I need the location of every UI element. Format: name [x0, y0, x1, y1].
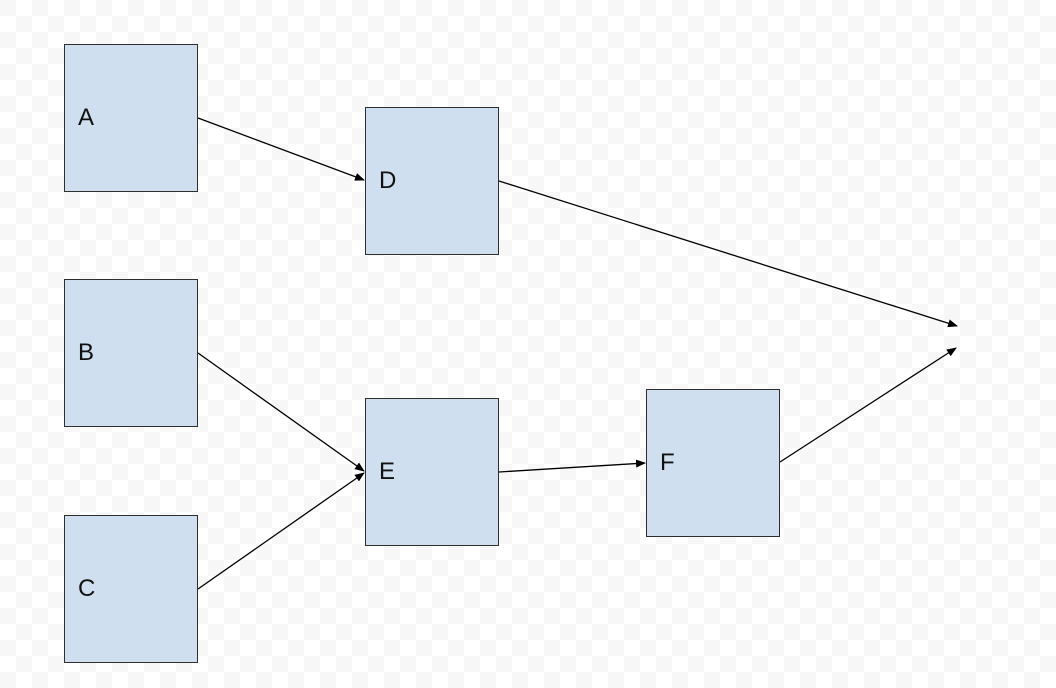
node-d[interactable]: D: [365, 107, 499, 255]
node-e[interactable]: E: [365, 398, 499, 546]
edge-f-to-sink: [779, 347, 957, 463]
edge-b-to-e: [197, 352, 365, 472]
edge-c-to-e: [197, 472, 365, 590]
node-c[interactable]: C: [64, 515, 198, 663]
node-f[interactable]: F: [646, 389, 780, 537]
node-f-label: F: [660, 449, 675, 476]
node-d-label: D: [379, 167, 397, 194]
edge-e-to-f: [498, 459, 646, 473]
node-e-label: E: [379, 458, 396, 485]
node-c-label: C: [78, 575, 96, 602]
node-a-label: A: [78, 104, 95, 131]
node-a[interactable]: A: [64, 44, 198, 192]
node-b[interactable]: B: [64, 279, 198, 427]
node-b-label: B: [78, 339, 95, 366]
edge-a-to-d: [197, 117, 365, 181]
edge-d-to-sink: [498, 180, 958, 328]
